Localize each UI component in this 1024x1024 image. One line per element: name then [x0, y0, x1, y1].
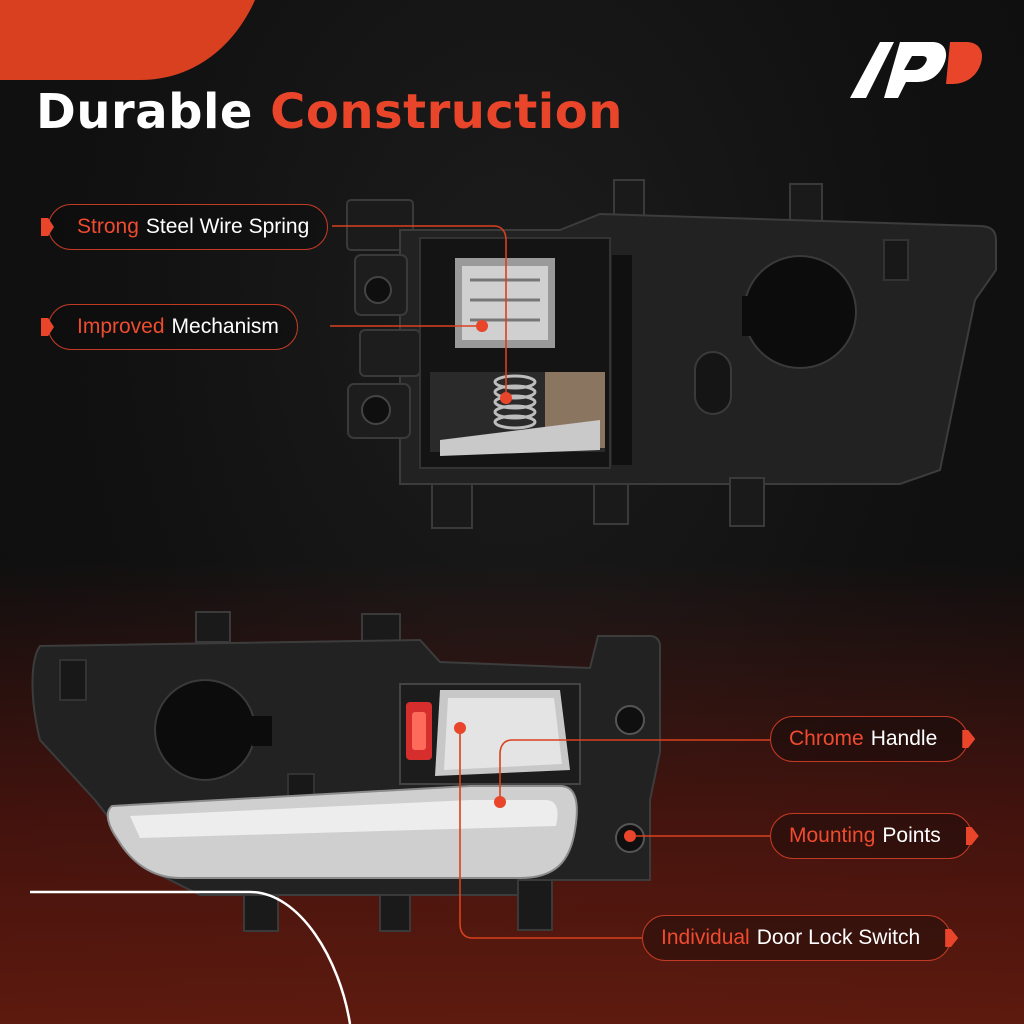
callout-mounting-points: Mounting Points: [770, 813, 979, 859]
callout-steel-wire-spring: Strong Steel Wire Spring: [41, 204, 329, 250]
callout-marker-icon: [41, 218, 54, 236]
callout-door-lock-switch: Individual Door Lock Switch: [642, 915, 959, 961]
decorative-arc: [30, 890, 352, 1024]
door-handle-assembly-rear-icon: [346, 179, 997, 529]
callout-highlight: Individual: [661, 926, 750, 949]
callout-text: Handle: [870, 727, 938, 750]
callout-text: Points: [882, 824, 941, 847]
callout-chrome-handle: Chrome Handle: [770, 716, 976, 762]
callout-highlight: Mounting: [789, 824, 876, 847]
page-title: Durable Construction: [36, 84, 623, 140]
corner-accent-shape: [0, 0, 255, 80]
title-white-part: Durable: [36, 84, 253, 140]
callout-text: Door Lock Switch: [756, 926, 921, 949]
callout-marker-icon: [41, 318, 54, 336]
a-premium-logo-icon: [850, 42, 982, 98]
title-red-part: Construction: [270, 84, 623, 140]
callout-text: Steel Wire Spring: [145, 215, 310, 238]
callout-improved-mechanism: Improved Mechanism: [41, 304, 298, 350]
callout-highlight: Strong: [77, 215, 139, 238]
callout-highlight: Improved: [77, 315, 165, 338]
callout-highlight: Chrome: [789, 727, 864, 750]
callout-text: Mechanism: [171, 315, 279, 338]
